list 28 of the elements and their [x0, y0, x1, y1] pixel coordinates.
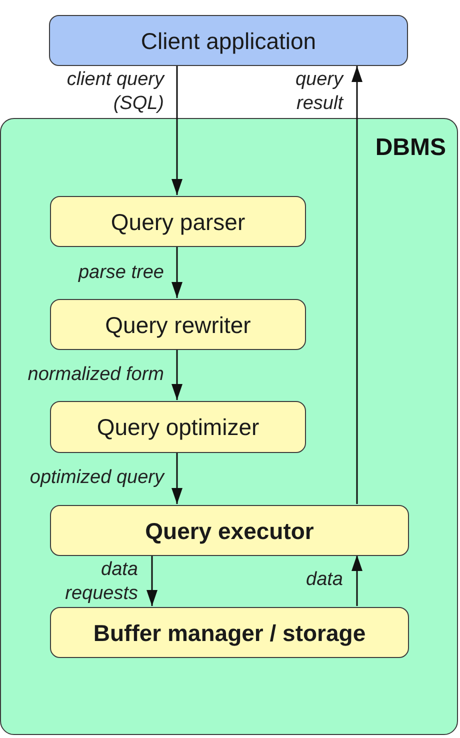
- process-box: [50, 299, 306, 350]
- edge-label: client query (SQL): [66, 68, 164, 116]
- node-label: Query parser: [110, 208, 246, 236]
- process-box: [50, 196, 306, 247]
- arrow: [172, 246, 182, 298]
- node-label: Client application: [140, 26, 316, 54]
- arrow: [352, 66, 362, 504]
- arrow: [146, 555, 158, 606]
- process-box: [50, 401, 306, 453]
- process-box: [49, 15, 408, 66]
- node-label: Query rewriter: [105, 310, 251, 338]
- process-box: [50, 505, 409, 556]
- edge-label: data requests: [64, 558, 138, 606]
- arrow: [172, 452, 182, 504]
- node-label: Query optimizer: [96, 413, 260, 441]
- edge-label: query result: [294, 68, 343, 116]
- edge-label: parse tree: [77, 261, 164, 285]
- arrow: [172, 66, 182, 195]
- system-panel: [0, 118, 458, 735]
- panel-title: DBMS: [375, 134, 446, 162]
- edge-label: data: [305, 568, 343, 592]
- process-box: [50, 607, 409, 658]
- arrow: [352, 555, 362, 606]
- node-label: Buffer manager / storage: [93, 618, 366, 646]
- arrow: [172, 349, 182, 400]
- edge-label: normalized form: [26, 363, 164, 387]
- edge-label: optimized query: [28, 466, 164, 490]
- node-label: Query executor: [145, 516, 314, 544]
